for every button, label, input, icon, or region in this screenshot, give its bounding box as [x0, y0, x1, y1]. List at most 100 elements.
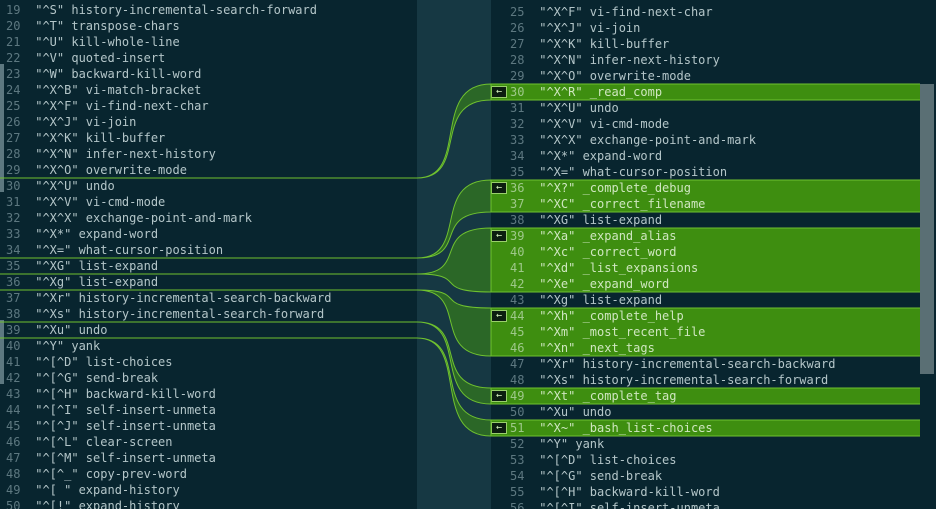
arrow-left-icon[interactable]: ← [491, 310, 507, 322]
line-text: "^Xu" undo [532, 405, 612, 419]
right-code-line: 56 "^[^I" self-insert-unmeta [491, 500, 920, 509]
left-code-line: 39 "^Xu" undo [0, 322, 417, 338]
right-code-line: ←44 "^Xh" _complete_help [491, 308, 920, 324]
right-code-line: ←36 "^X?" _complete_debug [491, 180, 920, 196]
right-code-line: 46 "^Xn" _next_tags [491, 340, 920, 356]
line-text: "^X^U" undo [28, 179, 115, 193]
line-text: "^X^K" kill-buffer [532, 37, 670, 51]
line-number: 39 [6, 323, 21, 337]
line-number: 30 [510, 85, 525, 99]
left-code-line: 27 "^X^K" kill-buffer [0, 130, 417, 146]
line-text: "^X^X" exchange-point-and-mark [532, 133, 756, 147]
arrow-left-icon[interactable]: ← [491, 86, 507, 98]
right-code-line: 31 "^X^U" undo [491, 100, 920, 116]
line-number: 19 [6, 3, 21, 17]
line-number: 43 [510, 293, 525, 307]
line-text: "^X=" what-cursor-position [28, 243, 224, 257]
left-code-line: 36 "^Xg" list-expand [0, 274, 417, 290]
left-code-line: 28 "^X^N" infer-next-history [0, 146, 417, 162]
right-scrollbar[interactable] [920, 84, 934, 374]
line-text: "^X^U" undo [532, 101, 619, 115]
line-text: "^S" history-incremental-search-forward [28, 3, 317, 17]
line-number: 27 [510, 37, 525, 51]
right-code-line: 27 "^X^K" kill-buffer [491, 36, 920, 52]
arrow-left-icon[interactable]: ← [491, 390, 507, 402]
line-number: 25 [510, 5, 525, 19]
right-code-line: 41 "^Xd" _list_expansions [491, 260, 920, 276]
right-code-line: ←39 "^Xa" _expand_alias [491, 228, 920, 244]
line-text: "^[^J" self-insert-unmeta [28, 419, 216, 433]
line-number: 34 [510, 149, 525, 163]
left-code-line: 37 "^Xr" history-incremental-search-back… [0, 290, 417, 306]
left-code-line: 34 "^X=" what-cursor-position [0, 242, 417, 258]
line-text: "^Xe" _expand_word [532, 277, 670, 291]
line-number: 39 [510, 229, 525, 243]
arrow-left-icon[interactable]: ← [491, 422, 507, 434]
line-text: "^X^O" overwrite-mode [532, 69, 691, 83]
line-number: 20 [6, 19, 21, 33]
line-number: 46 [6, 435, 21, 449]
right-code-line: 26 "^X^J" vi-join [491, 20, 920, 36]
right-code-line: 48 "^Xs" history-incremental-search-forw… [491, 372, 920, 388]
line-text: "^X^K" kill-buffer [28, 131, 166, 145]
line-text: "^Xg" list-expand [28, 275, 159, 289]
line-number: 38 [6, 307, 21, 321]
right-code-line: 55 "^[^H" backward-kill-word [491, 484, 920, 500]
line-text: "^[^L" clear-screen [28, 435, 173, 449]
line-text: "^XC" _correct_filename [532, 197, 706, 211]
left-code-line: 46 "^[^L" clear-screen [0, 434, 417, 450]
right-code-line: 37 "^XC" _correct_filename [491, 196, 920, 212]
line-number: 21 [6, 35, 21, 49]
diff-gutter [417, 0, 491, 509]
line-text: "^U" kill-whole-line [28, 35, 180, 49]
line-text: "^[^H" backward-kill-word [532, 485, 720, 499]
left-code-line: 35 "^XG" list-expand [0, 258, 417, 274]
line-number: 44 [6, 403, 21, 417]
left-code-line: 31 "^X^V" vi-cmd-mode [0, 194, 417, 210]
line-number: 36 [510, 181, 525, 195]
left-code-line: 20 "^T" transpose-chars [0, 18, 417, 34]
line-number: 37 [510, 197, 525, 211]
line-number: 25 [6, 99, 21, 113]
line-text: "^X^J" vi-join [28, 115, 137, 129]
line-text: "^[^_" copy-prev-word [28, 467, 187, 481]
line-text: "^Xd" _list_expansions [532, 261, 699, 275]
line-number: 55 [510, 485, 525, 499]
arrow-left-icon[interactable]: ← [491, 230, 507, 242]
line-number: 48 [6, 467, 21, 481]
line-text: "^X^N" infer-next-history [532, 53, 720, 67]
line-number: 54 [510, 469, 525, 483]
right-code-line: ←49 "^Xt" _complete_tag [491, 388, 920, 404]
right-code-line: 47 "^Xr" history-incremental-search-back… [491, 356, 920, 372]
left-code-line: 30 "^X^U" undo [0, 178, 417, 194]
line-text: "^X*" expand-word [532, 149, 663, 163]
line-number: 40 [6, 339, 21, 353]
right-code-line: ←51 "^X~" _bash_list-choices [491, 420, 920, 436]
right-code-line: 43 "^Xg" list-expand [491, 292, 920, 308]
line-text: "^[^G" send-break [28, 371, 159, 385]
line-number: 46 [510, 341, 525, 355]
line-text: "^[^I" self-insert-unmeta [28, 403, 216, 417]
left-code-line: 26 "^X^J" vi-join [0, 114, 417, 130]
line-number: 52 [510, 437, 525, 451]
line-number: 27 [6, 131, 21, 145]
line-number: 31 [6, 195, 21, 209]
line-number: 23 [6, 67, 21, 81]
line-number: 56 [510, 501, 525, 509]
left-code-line: 23 "^W" backward-kill-word [0, 66, 417, 82]
line-number: 36 [6, 275, 21, 289]
left-code-line: 19 "^S" history-incremental-search-forwa… [0, 2, 417, 18]
line-text: "^Xc" _correct_word [532, 245, 677, 259]
line-text: "^X~" _bash_list-choices [532, 421, 713, 435]
line-text: "^X^B" vi-match-bracket [28, 83, 202, 97]
line-text: "^[ " expand-history [28, 483, 180, 497]
line-number: 29 [510, 69, 525, 83]
line-text: "^Xh" _complete_help [532, 309, 684, 323]
line-text: "^X^O" overwrite-mode [28, 163, 187, 177]
line-text: "^X?" _complete_debug [532, 181, 691, 195]
line-text: "^X^J" vi-join [532, 21, 641, 35]
line-number: 47 [6, 451, 21, 465]
line-text: "^X^N" infer-next-history [28, 147, 216, 161]
arrow-left-icon[interactable]: ← [491, 182, 507, 194]
